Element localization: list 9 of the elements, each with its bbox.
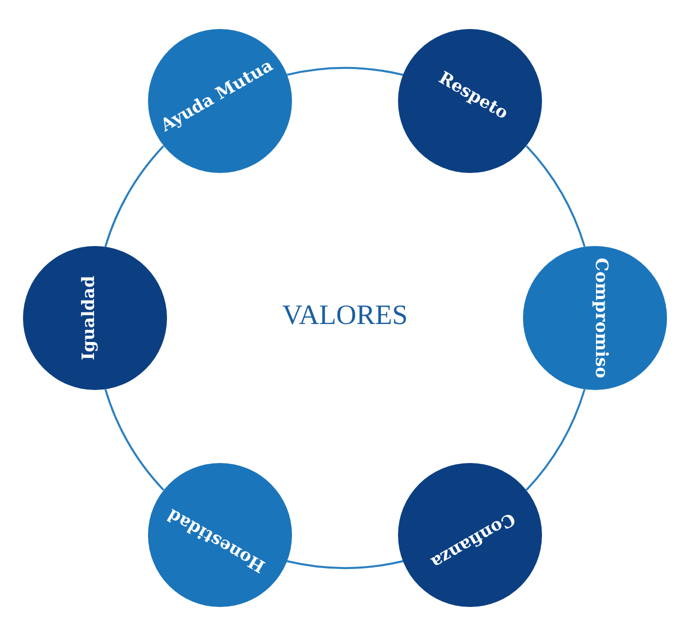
ring-connector <box>104 388 164 491</box>
value-label: Igualdad <box>79 276 99 360</box>
ring-connector <box>526 388 586 491</box>
ring-connector <box>104 145 164 248</box>
ring-connector <box>286 560 404 569</box>
ring-connector <box>286 67 404 76</box>
ring-connector <box>526 145 586 248</box>
value-label: Compromiso <box>591 258 611 378</box>
center-title: VALORES <box>281 300 409 332</box>
